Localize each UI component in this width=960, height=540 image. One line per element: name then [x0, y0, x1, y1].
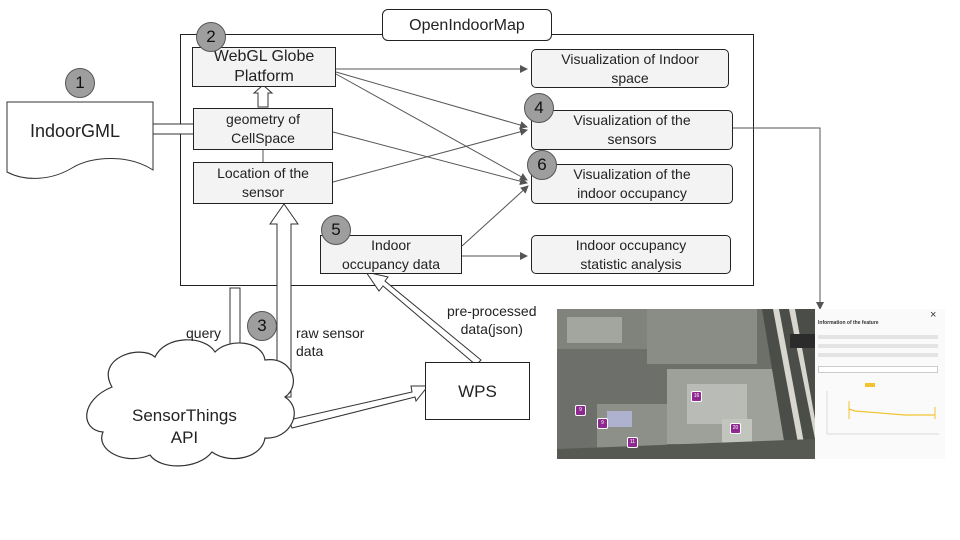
occupancy-mini-chart: [826, 391, 939, 435]
panel-row: [818, 344, 938, 348]
step-badge-4: 4: [524, 93, 554, 123]
close-icon[interactable]: ×: [930, 309, 937, 321]
step-badge-3: 3: [247, 311, 277, 341]
block-arrow-geometry-to-webgl: [252, 84, 274, 108]
vis-sensors-box: Visualization of the sensors: [531, 110, 733, 150]
indoorgml-document: [6, 101, 154, 179]
sensorthings-label: SensorThings API: [132, 406, 237, 447]
panel-row: [818, 353, 938, 357]
step-badge-1: 1: [65, 68, 95, 98]
raw-sensor-data-label: raw sensor data: [296, 325, 365, 359]
map-pin[interactable]: 9: [575, 405, 586, 416]
feature-info-panel: Information of the feature ×: [815, 309, 945, 459]
indoorgml-label: IndoorGML: [30, 121, 121, 141]
preprocessed-data-label: pre-processed data(json): [447, 303, 537, 337]
arrow-occupancy-to-vis-occupancy: [461, 185, 529, 247]
block-arrow-raw-sensor-data: [269, 203, 299, 398]
occupancy-stats-box: Indoor occupancy statistic analysis: [531, 235, 731, 274]
block-arrow-wps-to-occupancy: [364, 271, 482, 366]
vis-occupancy-box: Visualization of the indoor occupancy: [531, 164, 733, 204]
sensor-location-box: Location of the sensor: [193, 162, 333, 204]
arrow-vis-sensors-to-screenshot: [733, 127, 824, 310]
step-badge-6: 6: [527, 150, 557, 180]
arrow-webgl-to-vis-occupancy: [335, 73, 528, 181]
map-pin[interactable]: 9: [597, 418, 608, 429]
openindoormap-title: OpenIndoorMap: [382, 9, 552, 41]
map-pin[interactable]: 20: [730, 423, 741, 434]
visualization-screenshot: 9 9 11 16 20 Information of the feature …: [557, 309, 945, 459]
step-badge-2: 2: [196, 22, 226, 52]
arrow-location-to-vis-sensors: [332, 127, 528, 183]
wps-box: WPS: [425, 362, 530, 420]
sensorthings-cloud: [86, 339, 295, 467]
geometry-cellspace-box: geometry of CellSpace: [193, 108, 333, 150]
webgl-globe-platform-box: WebGL Globe Platform: [192, 47, 336, 87]
vis-indoor-space-box: Visualization of Indoor space: [531, 49, 729, 88]
arrow-geometry-to-vis-occupancy: [332, 131, 528, 186]
query-label: query: [186, 325, 222, 341]
map-pin[interactable]: 11: [627, 437, 638, 448]
date-range-input[interactable]: [818, 366, 938, 373]
step-badge-5: 5: [321, 215, 351, 245]
map-pin[interactable]: 16: [691, 391, 702, 402]
legend-swatch: [865, 383, 875, 387]
sidebar-tab[interactable]: [790, 334, 815, 348]
block-arrow-sensorthings-to-wps: [288, 385, 430, 429]
arrow-webgl-to-vis-sensors: [335, 71, 528, 129]
panel-title: Information of the feature: [818, 320, 879, 326]
panel-row: [818, 335, 938, 339]
